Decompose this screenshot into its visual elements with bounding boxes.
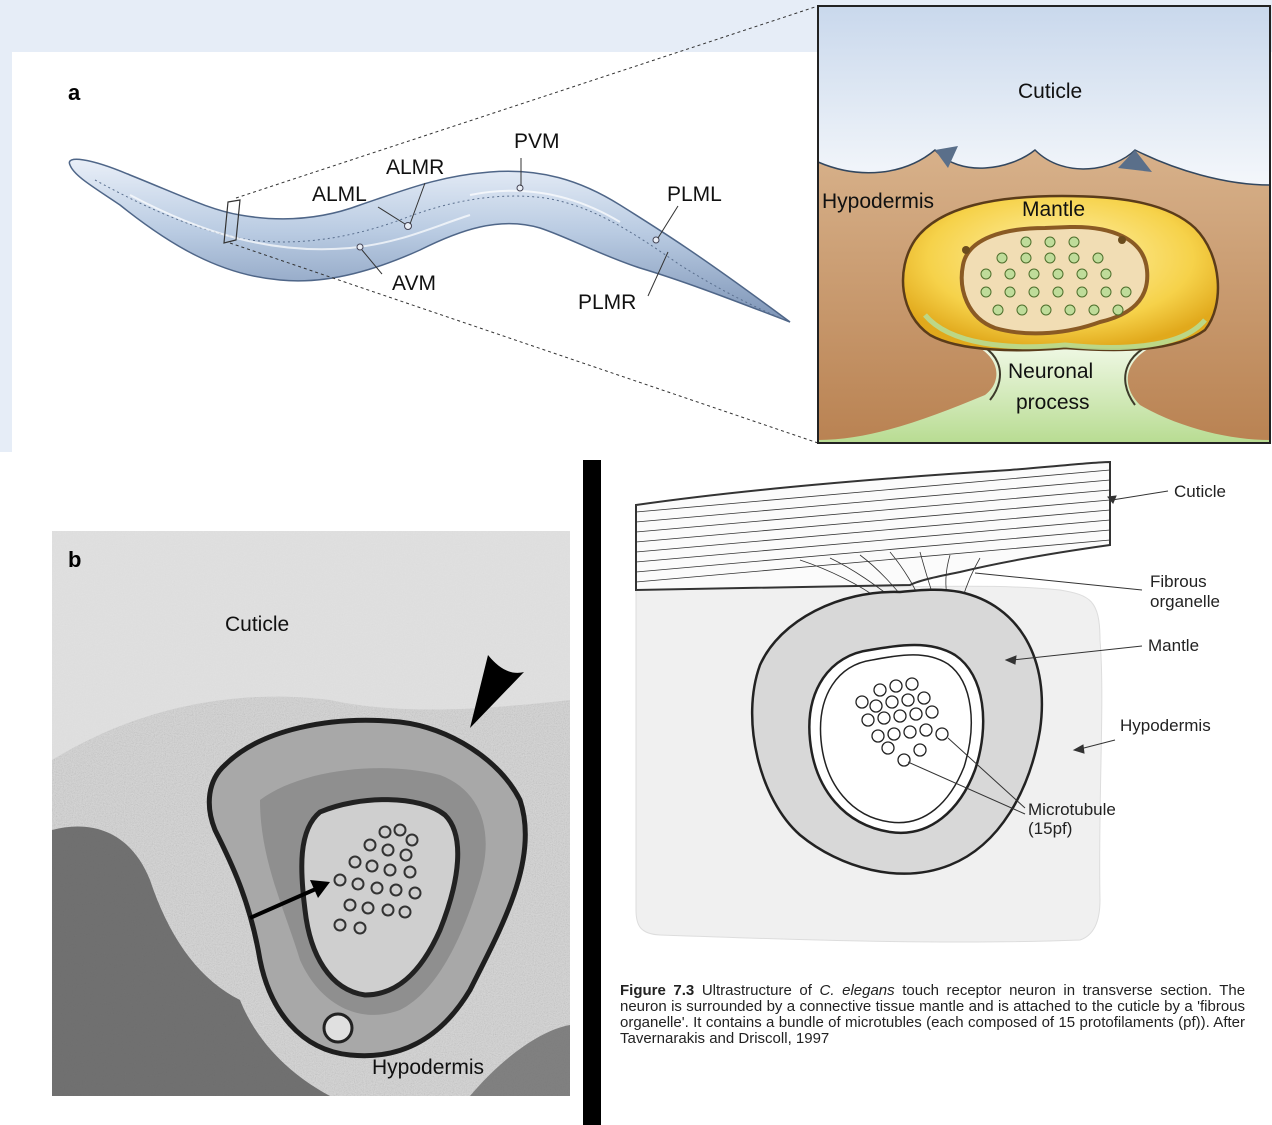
inset-hypodermis-label: Hypodermis [822,190,934,214]
micrograph-cuticle-label: Cuticle [225,613,289,637]
label-plmr: PLMR [578,291,636,315]
panel-b-letter: b [68,547,81,573]
schematic-fibrous-label-2: organelle [1150,592,1220,612]
label-alml: ALML [312,183,367,207]
caption-text-before: Ultrastructure of [702,982,812,999]
schematic-cuticle-label: Cuticle [1174,482,1226,502]
figure-caption: Figure 7.3 Ultrastructure of C. elegans … [620,983,1245,1047]
inset-mantle-label: Mantle [1022,198,1085,222]
schematic-microtubule-label-2: (15pf) [1028,819,1072,839]
label-almr: ALMR [386,156,444,180]
inset-neuronal-label: Neuronal [1008,360,1093,384]
caption-figure-number: Figure 7.3 [620,982,694,999]
inset-cuticle-label: Cuticle [1018,80,1082,104]
caption-species: C. elegans [820,982,895,999]
micrograph-hypodermis-label: Hypodermis [372,1056,484,1080]
inset-process-label: process [1016,391,1090,415]
schematic-fibrous-label-1: Fibrous [1150,572,1207,592]
electron-micrograph [52,531,570,1096]
schematic-drawing [636,462,1168,942]
label-pvm: PVM [514,130,560,154]
panel-a-letter: a [68,80,80,106]
label-plml: PLML [667,183,722,207]
schematic-mantle-label: Mantle [1148,636,1199,656]
label-avm: AVM [392,272,436,296]
schematic-microtubule-label-1: Microtubule [1028,800,1116,820]
worm-diagram [69,6,818,443]
panel-divider [583,460,601,1125]
schematic-hypodermis-label: Hypodermis [1120,716,1211,736]
